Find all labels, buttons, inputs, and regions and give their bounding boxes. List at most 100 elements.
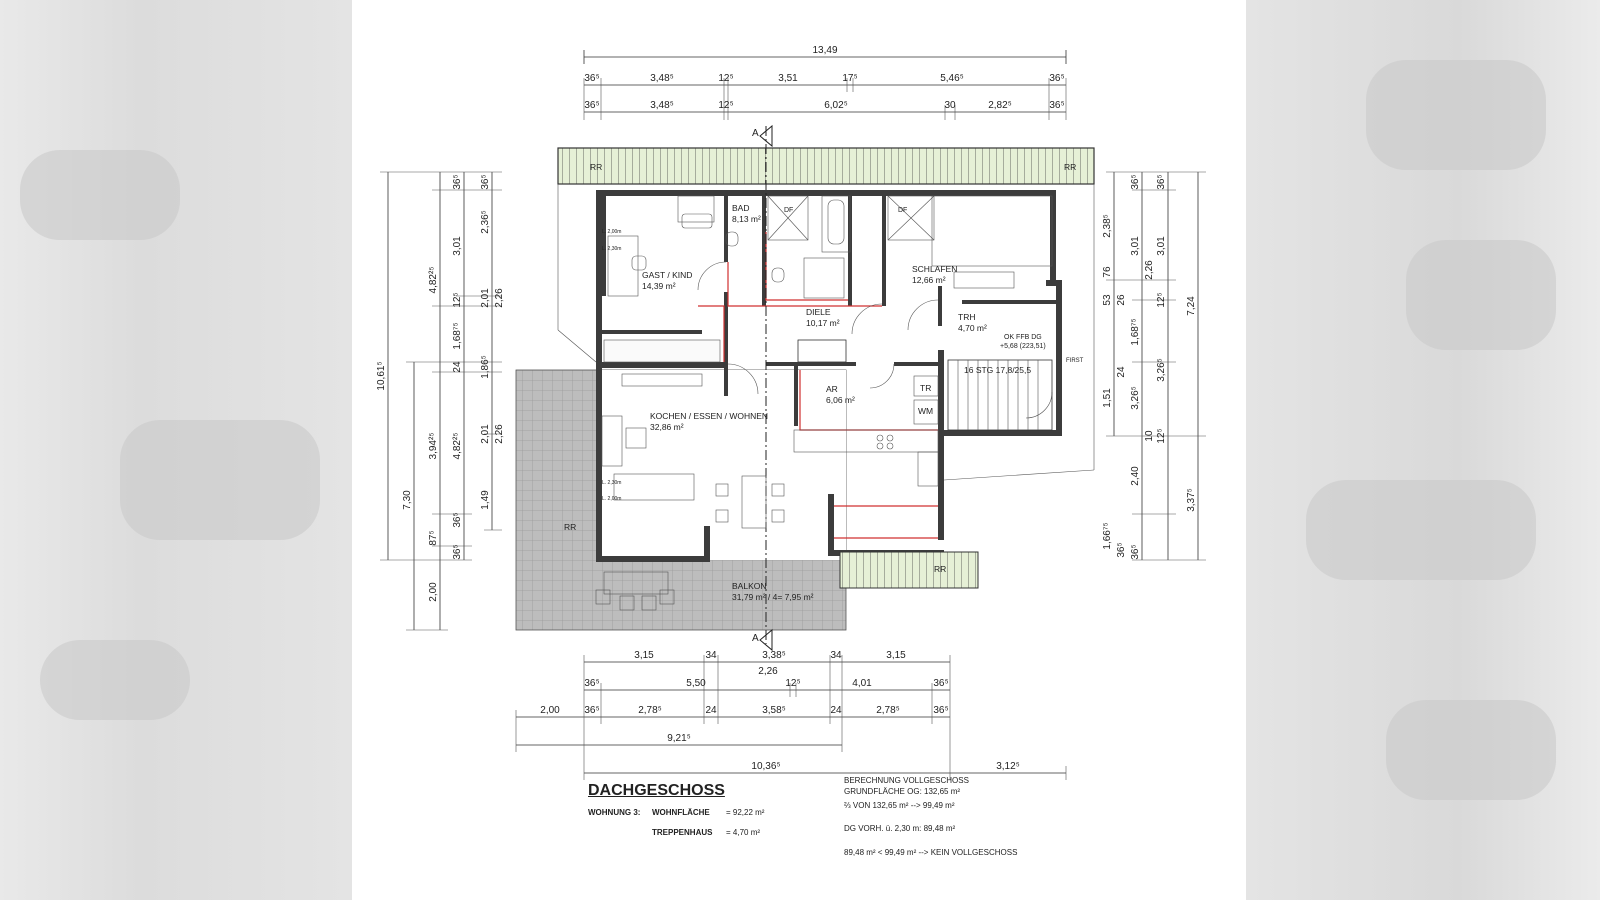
dim-left-c2-2: 1,68⁷⁵ [452, 322, 463, 349]
dim-left-c2-3: 3,94²⁵ [428, 433, 439, 460]
right-dimensions: 2,38⁵ 76 53 1,51 26 24 1,66⁷⁵ 36⁵ 36⁵ 3,… [1102, 171, 1206, 561]
dim-top-r1-5: 17⁵ [842, 73, 857, 84]
room-bad-name: BAD [732, 203, 749, 213]
room-trh-area: 4,70 m² [958, 323, 987, 333]
height-230-label-2: L. 2,30m [602, 480, 621, 486]
skylight-label-2: DF [898, 207, 907, 214]
legend-treppenhaus-label: TREPPENHAUS [652, 828, 713, 837]
rain-pipe-label-bottom: RR [934, 564, 946, 574]
dim-top-r2-3: 12⁵ [718, 100, 733, 111]
dim-right-c2-3: 2,26 [1144, 260, 1155, 280]
height-200-label-2: L. 2,00m [602, 496, 621, 502]
legend-treppenhaus-value: = 4,70 m² [726, 828, 761, 837]
dryer-label: TR [920, 383, 931, 393]
calc-line-1: BERECHNUNG VOLLGESCHOSS [844, 776, 969, 785]
dim-bot-r3-8: 36⁵ [933, 705, 948, 716]
floor-level-value: +5,68 (223,51) [1000, 343, 1046, 350]
dim-left-c4-1: 36⁵ [480, 174, 491, 189]
dim-top-r2-4: 6,02⁵ [824, 100, 848, 111]
bottom-dimensions: 3,15 34 3,38⁵ 34 3,15 2,26 36⁵ 5,50 12⁵ … [515, 650, 1067, 780]
top-dimensions: 13,49 36⁵ 3,48⁵ 12⁵ 3,51 17⁵ 5,46⁵ 36⁵ 3… [583, 45, 1067, 120]
dim-right-c2-7: 10 [1144, 430, 1155, 442]
dim-top-r2-6: 2,82⁵ [988, 100, 1012, 111]
dim-left-c3-6: 36⁵ [452, 512, 463, 527]
dim-bot-r3-2: 36⁵ [584, 705, 599, 716]
dim-right-c1-1: 2,38⁵ [1102, 214, 1113, 238]
floor-plan-sheet: 13,49 36⁵ 3,48⁵ 12⁵ 3,51 17⁵ 5,46⁵ 36⁵ 3… [352, 0, 1246, 900]
dim-left-c4-5: 1,86⁵ [480, 355, 491, 379]
room-bad-area: 8,13 m² [732, 214, 761, 224]
skylight-label-1: DF [784, 207, 793, 214]
furniture [595, 195, 1053, 611]
dim-left-c3-7: 36⁵ [452, 544, 463, 559]
dim-left-c4-8: 1,49 [480, 490, 491, 510]
dim-right-c3-3: 12⁵ [1156, 292, 1167, 307]
dim-bot-r3-4: 24 [705, 705, 717, 716]
dim-top-r2-2: 3,48⁵ [650, 100, 674, 111]
dim-bot-r2-1: 36⁵ [584, 678, 599, 689]
room-ar-area: 6,06 m² [826, 395, 855, 405]
ridge-label: FIRST [1066, 358, 1084, 364]
dim-left-c3-1: 36⁵ [452, 174, 463, 189]
section-label-top: A [752, 128, 759, 139]
dim-left-outer-2: 7,30 [402, 490, 413, 510]
blurred-background-left [0, 0, 352, 900]
stairs-label: 16 STG 17,8/25,5 [964, 365, 1031, 375]
rain-pipe-label-left: RR [590, 162, 602, 172]
dim-top-r1-3: 12⁵ [718, 73, 733, 84]
room-labels: BAD 8,13 m² GAST / KIND 14,39 m² SCHLAFE… [564, 203, 1084, 602]
dim-bot-r1-2: 34 [705, 650, 717, 661]
room-diele-name: DIELE [806, 307, 831, 317]
staircase [797, 339, 1053, 431]
dim-top-r2-5: 30 [944, 100, 956, 111]
dim-left-c3-5: 4,82²⁵ [452, 433, 463, 460]
dim-left-c2-5: 2,00 [428, 582, 439, 602]
dim-bot-r3-5: 3,58⁵ [762, 705, 786, 716]
room-balkon-name: BALKON [732, 581, 767, 591]
section-label-bottom: A [752, 633, 759, 644]
room-ar-name: AR [826, 384, 838, 394]
dim-left-c4-6: 2,01 [480, 424, 491, 444]
dim-bot-r5-1: 10,36⁵ [751, 761, 780, 772]
dim-left-c4-2: 2,36⁵ [480, 210, 491, 234]
dim-overall-width: 13,49 [812, 45, 837, 56]
dim-bot-r3-7: 2,78⁵ [876, 705, 900, 716]
dim-right-c3-4: 3,26⁵ [1156, 358, 1167, 382]
floor-level-label: OK FFB DG [1004, 334, 1042, 341]
dim-right-c2-1: 36⁵ [1130, 174, 1141, 189]
roof-slope-lines [557, 184, 1095, 481]
legend-wohnflaeche-value: = 92,22 m² [726, 808, 765, 817]
dim-bot-r1-4: 34 [830, 650, 842, 661]
dim-bot-r2-5: 36⁵ [933, 678, 948, 689]
dim-right-c2-8: 36⁵ [1130, 544, 1141, 559]
rain-pipe-label-right: RR [1064, 162, 1076, 172]
dim-left-c3-3: 12⁵ [452, 292, 463, 307]
dim-right-c3-1: 36⁵ [1156, 174, 1167, 189]
room-gast-name: GAST / KIND [642, 270, 692, 280]
dim-right-c2-6: 2,40 [1130, 466, 1141, 486]
dim-right-c1-6: 24 [1116, 366, 1127, 378]
room-kochen-name: KOCHEN / ESSEN / WOHNEN [650, 411, 768, 421]
dim-bot-r1-5: 3,15 [886, 650, 906, 661]
dim-bot-r5-2: 3,12⁵ [996, 761, 1020, 772]
dim-left-c3-4: 24 [452, 361, 463, 373]
dim-bot-r1-1: 3,15 [634, 650, 654, 661]
rain-pipe-label-balcony: RR [564, 522, 576, 532]
dim-right-c4-1: 7,24 [1186, 296, 1197, 316]
dim-bot-r2-2: 5,50 [686, 678, 706, 689]
section-marker-top: A [752, 124, 773, 148]
dim-right-c3-5: 12⁵ [1156, 428, 1167, 443]
dim-left-c2-4: 87⁵ [428, 530, 439, 545]
room-balkon-area: 31,79 m² / 4= 7,95 m² [732, 592, 814, 602]
washer-label: WM [918, 406, 933, 416]
dim-bot-r3-1: 2,00 [540, 705, 560, 716]
dim-bot-r3-6: 24 [830, 705, 842, 716]
dim-right-c3-6: 3,37⁵ [1186, 488, 1197, 512]
dim-left-outer-1: 10,61⁵ [376, 361, 387, 390]
dim-left-c3-2: 3,01 [452, 236, 463, 256]
dim-right-c1-5: 26 [1116, 294, 1127, 306]
section-marker-bottom: A [752, 628, 773, 652]
dim-right-c1-8: 36⁵ [1116, 542, 1127, 557]
dim-right-c1-7: 1,66⁷⁵ [1102, 522, 1113, 549]
legend-block: DACHGESCHOSS WOHNUNG 3: WOHNFLÄCHE = 92,… [588, 776, 1228, 892]
